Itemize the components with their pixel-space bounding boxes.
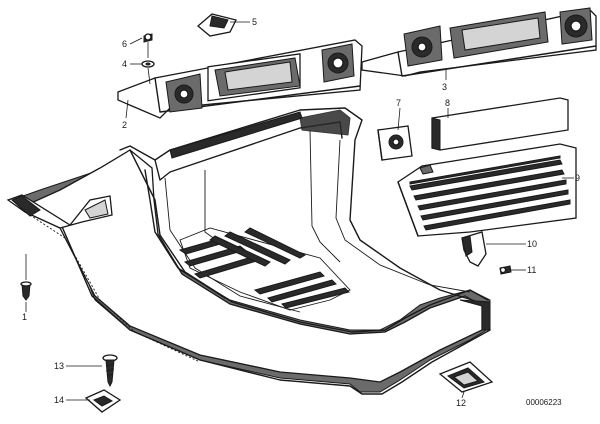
drawing-code: 00006223 <box>526 398 562 407</box>
screw-washer <box>141 33 155 85</box>
clip-part <box>196 13 237 37</box>
label-14: 14 <box>54 395 64 405</box>
grommet <box>377 125 413 161</box>
part-numbers: 1 2 3 4 5 6 7 8 9 10 11 12 13 14 0000622… <box>22 17 580 408</box>
label-4: 4 <box>122 59 127 69</box>
cover-strip <box>431 97 569 151</box>
label-13: 13 <box>54 361 64 371</box>
screw-part-1 <box>20 254 32 312</box>
label-1: 1 <box>22 312 27 322</box>
label-9: 9 <box>575 173 580 183</box>
label-10: 10 <box>527 239 537 249</box>
label-6: 6 <box>122 39 127 49</box>
radio-panel-right <box>361 7 597 77</box>
label-7: 7 <box>396 98 401 108</box>
label-2: 2 <box>122 120 127 130</box>
label-11: 11 <box>527 265 536 275</box>
label-5: 5 <box>252 17 257 27</box>
label-3: 3 <box>442 82 447 92</box>
label-8: 8 <box>445 98 450 108</box>
screw-and-clip-nut <box>84 354 122 413</box>
label-12: 12 <box>456 398 466 408</box>
knob-and-screw <box>461 231 512 275</box>
radio-panel-left <box>117 39 363 119</box>
speaker-grille <box>397 143 577 237</box>
retaining-clip <box>438 361 494 393</box>
leader-lines <box>66 21 574 401</box>
center-console <box>6 107 491 395</box>
